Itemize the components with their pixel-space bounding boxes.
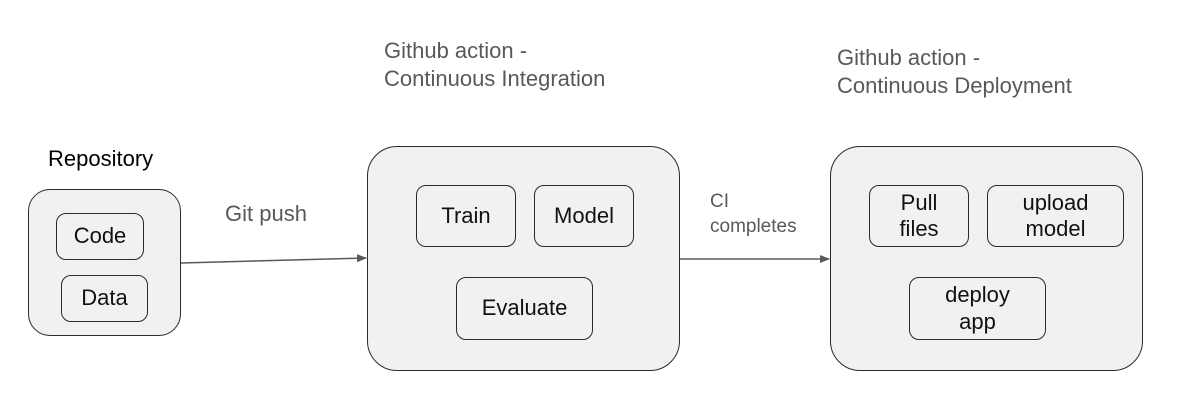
ci-title-line1: Github action - <box>384 38 528 63</box>
ci-completes-label: CI completes <box>710 190 797 239</box>
ci-completes-line2: completes <box>710 215 797 237</box>
train-node: Train <box>416 185 516 247</box>
cd-title: Github action - Continuous Deployment <box>837 44 1072 99</box>
ci-completes-line1: CI <box>710 191 729 212</box>
upload-model-line1: upload <box>1022 189 1089 215</box>
deploy-app-line2: app <box>959 308 996 334</box>
model-node-label: Model <box>554 202 614 228</box>
pull-files-node: Pull files <box>869 185 969 247</box>
pull-files-line1: Pull <box>900 189 938 215</box>
deploy-app-line1: deploy <box>945 282 1010 308</box>
repository-title: Repository <box>48 146 154 171</box>
cd-title-line1: Github action - <box>837 45 981 70</box>
evaluate-node-label: Evaluate <box>481 295 568 321</box>
ci-title-line2: Continuous Integration <box>384 65 606 91</box>
evaluate-node: Evaluate <box>456 277 593 340</box>
pull-files-line2: files <box>899 216 939 241</box>
upload-model-node: upload model <box>987 185 1124 247</box>
ci-title: Github action - Continuous Integration <box>384 37 605 92</box>
data-node-label: Data <box>81 285 128 311</box>
git-push-arrow <box>180 254 367 264</box>
upload-model-line2: model <box>1025 216 1086 241</box>
deploy-app-node: deploy app <box>909 277 1046 340</box>
data-node: Data <box>61 275 148 322</box>
model-node: Model <box>534 185 634 247</box>
cd-title-line2: Continuous Deployment <box>837 72 1072 98</box>
train-node-label: Train <box>441 202 491 228</box>
code-node-label: Code <box>73 223 127 249</box>
code-node: Code <box>56 213 144 260</box>
git-push-label: Git push <box>225 201 307 226</box>
